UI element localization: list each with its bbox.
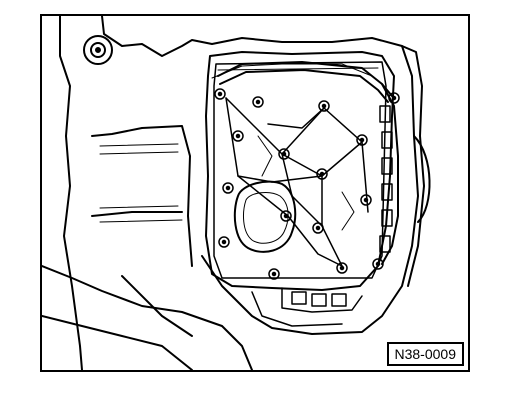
valve-body-plate: [206, 52, 394, 290]
transmission-valve-body-drawing: [42, 16, 468, 370]
bolt: [233, 131, 243, 141]
bolt: [215, 89, 225, 99]
bolt: [279, 149, 289, 159]
valve-body-ribs: [226, 98, 368, 266]
figure-reference-code: N38-0009: [387, 342, 465, 366]
bolt: [319, 101, 329, 111]
bolt: [223, 183, 233, 193]
wiring-harness: [218, 62, 398, 264]
bolt: [219, 237, 229, 247]
bolt: [281, 211, 291, 221]
bolt: [253, 97, 263, 107]
bolt-set: [215, 89, 399, 279]
illustration-frame: N38-0009: [40, 14, 470, 372]
bolt: [313, 223, 323, 233]
connector-block: [252, 288, 362, 326]
mounting-boss: [84, 36, 112, 64]
